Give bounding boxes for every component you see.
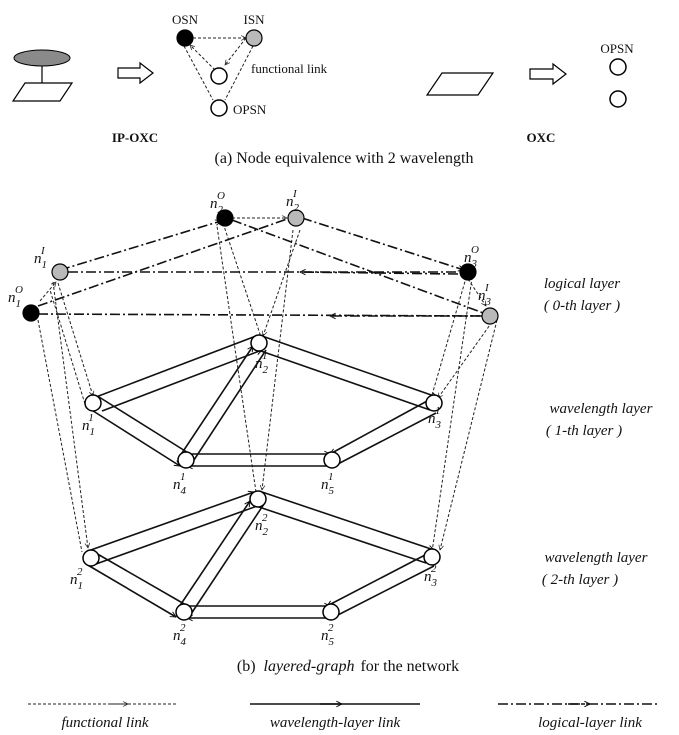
wavelength-layer-1-label: wavelength layer xyxy=(550,401,653,417)
isn-node xyxy=(245,29,263,47)
node-n2-i xyxy=(287,209,305,227)
legend-logical-label: logical-layer link xyxy=(538,715,642,731)
label-l2-n3: n32 xyxy=(424,563,438,589)
ipoxc-label: IP-OXC xyxy=(112,130,158,145)
node-l2-n1 xyxy=(82,549,100,567)
node-l2-n5 xyxy=(322,603,340,621)
logical-layer-label: logical layer xyxy=(544,276,620,292)
label-l2-n5: n52 xyxy=(321,622,335,648)
wavelength-layer-2-sublabel: ( 2-th layer ) xyxy=(542,572,618,588)
logical-layer-links xyxy=(37,217,487,316)
node-l2-n4 xyxy=(175,603,193,621)
legend-functional-label: functional link xyxy=(61,715,148,731)
label-n3-i: n3I xyxy=(478,282,492,308)
node-n1-o xyxy=(22,304,40,322)
label-l1-n2: n21 xyxy=(255,350,269,376)
wavelength-layer-1-links xyxy=(89,335,437,466)
node-n3-i xyxy=(481,307,499,325)
osn-label: OSN xyxy=(172,12,199,27)
node-n1-i xyxy=(51,263,69,281)
wavelength-layer-2-links xyxy=(85,492,434,618)
label-l2-n1: n12 xyxy=(70,566,83,592)
node-l2-n2 xyxy=(249,490,267,508)
oxc-opsn-node-upper xyxy=(609,58,627,76)
label-n3-o: n3O xyxy=(464,244,479,270)
oxc-label: OXC xyxy=(527,130,556,145)
node-l1-n2 xyxy=(250,334,268,352)
label-n2-i: n2I xyxy=(286,188,300,214)
label-n1-i: n1I xyxy=(34,245,47,271)
osn-node xyxy=(176,29,194,47)
node-l1-n4 xyxy=(177,451,195,469)
label-l2-n4: n42 xyxy=(173,622,187,648)
legend-wavelength-label: wavelength-layer link xyxy=(270,715,401,731)
oxc-opsn-node-lower xyxy=(609,90,627,108)
legend: functional link wavelength-layer link lo… xyxy=(28,704,660,731)
node-l1-n1 xyxy=(84,394,102,412)
label-l2-n2: n22 xyxy=(255,512,269,538)
label-n1-o: n1O xyxy=(8,284,23,310)
functional-links-a xyxy=(183,38,254,101)
node-l1-n5 xyxy=(323,451,341,469)
node-l1-n3 xyxy=(425,394,443,412)
isn-label: ISN xyxy=(244,12,266,27)
router-icon xyxy=(11,49,74,102)
label-n2-o: n2O xyxy=(210,190,225,216)
label-l1-n1: n11 xyxy=(82,412,95,438)
node-l2-n3 xyxy=(423,548,441,566)
wavelength-layer-1-sublabel: ( 1-th layer ) xyxy=(546,423,622,439)
opsn-node-lower xyxy=(210,99,228,117)
equivalence-arrow-icon xyxy=(117,61,154,85)
label-l1-n5: n51 xyxy=(321,471,335,497)
caption-a: (a) Node equivalence with 2 wavelength xyxy=(214,150,473,167)
opsn-node-upper xyxy=(210,67,228,85)
oxc-opsn-label: OPSN xyxy=(600,41,634,56)
node-n3-o xyxy=(459,263,477,281)
opsn-label: OPSN xyxy=(233,102,267,117)
wavelength-layer-2-label: wavelength layer xyxy=(545,550,648,566)
oxc-icon xyxy=(425,72,495,96)
logical-layer-sublabel: ( 0-th layer ) xyxy=(544,298,620,314)
functional-link-label: functional link xyxy=(251,61,328,76)
functional-links-b xyxy=(37,218,498,553)
node-n2-o xyxy=(216,209,234,227)
label-l1-n3: n31 xyxy=(428,405,442,431)
label-l1-n4: n41 xyxy=(173,471,187,497)
equivalence-arrow-icon-2 xyxy=(529,62,567,86)
